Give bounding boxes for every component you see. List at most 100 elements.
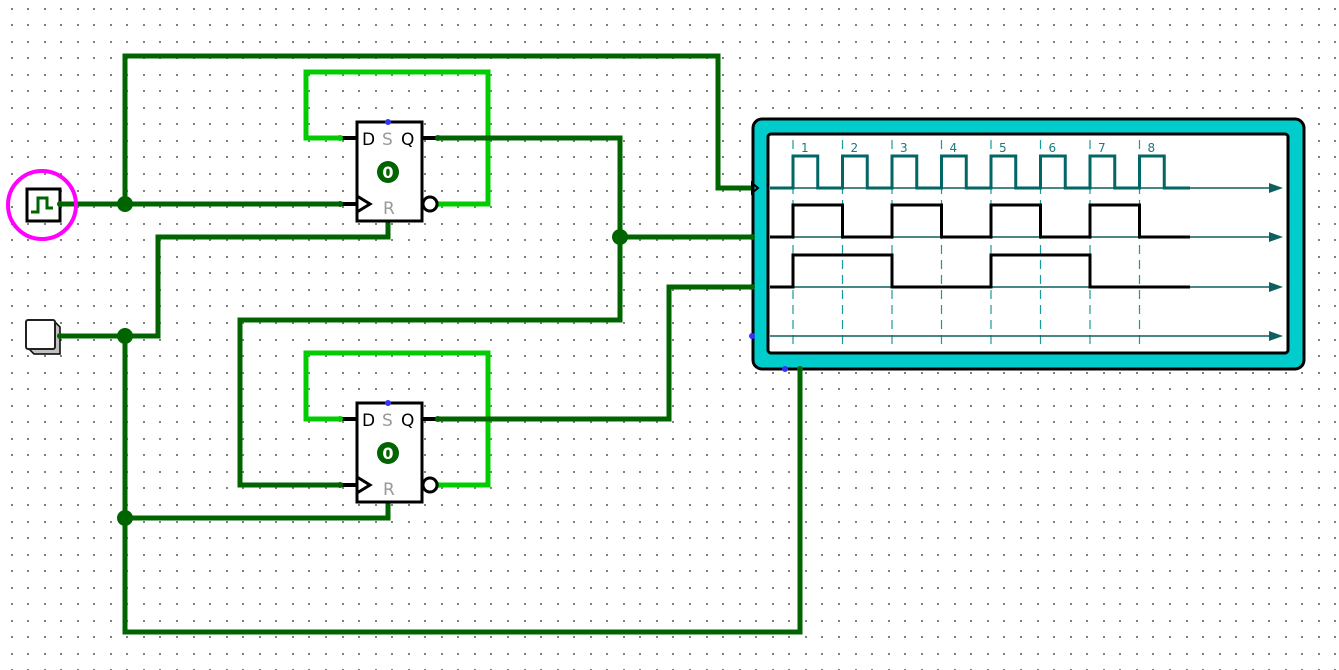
grid-dot — [275, 504, 277, 506]
grid-dot — [623, 388, 625, 390]
grid-dot — [342, 173, 344, 175]
grid-dot — [954, 587, 956, 589]
grid-dot — [60, 289, 62, 291]
grid-dot — [1003, 587, 1005, 589]
wire-ff2-feedback[interactable] — [303, 350, 491, 488]
grid-dot — [1136, 388, 1138, 390]
grid-dot — [1003, 388, 1005, 390]
grid-dot — [1136, 41, 1138, 43]
grid-dot — [573, 272, 575, 274]
wire-reset-to-ff2[interactable] — [122, 499, 391, 521]
grid-dot — [93, 620, 95, 622]
grid-dot — [308, 471, 310, 473]
grid-dot — [292, 554, 294, 556]
chronogram[interactable]: 1 2 3 4 5 6 7 8 — [749, 117, 1306, 372]
grid-dot — [540, 603, 542, 605]
grid-dot — [159, 554, 161, 556]
grid-dot — [1053, 471, 1055, 473]
grid-dot — [93, 454, 95, 456]
grid-dot — [259, 8, 261, 10]
grid-dot — [193, 388, 195, 390]
grid-dot — [159, 454, 161, 456]
grid-dot — [937, 636, 939, 638]
grid-dot — [259, 454, 261, 456]
grid-dot — [292, 156, 294, 158]
grid-dot — [193, 107, 195, 109]
flip-flop-1[interactable]: D S Q 0 R — [355, 119, 439, 223]
grid-dot — [540, 653, 542, 655]
grid-dot — [639, 90, 641, 92]
grid-dot — [408, 289, 410, 291]
grid-dot — [474, 636, 476, 638]
grid-dot — [226, 289, 228, 291]
grid-dot — [1119, 653, 1121, 655]
grid-dot — [159, 206, 161, 208]
grid-dot — [1202, 90, 1204, 92]
grid-dot — [590, 305, 592, 307]
grid-dot — [888, 587, 890, 589]
grid-dot — [1334, 504, 1336, 506]
wire-ff1-q[interactable] — [237, 135, 623, 488]
grid-dot — [672, 405, 674, 407]
grid-dot — [44, 421, 46, 423]
grid-dot — [375, 636, 377, 638]
grid-dot — [937, 438, 939, 440]
grid-dot — [441, 305, 443, 307]
grid-dot — [275, 24, 277, 26]
grid-dot — [457, 173, 459, 175]
wire-clock-to-chronogram[interactable] — [122, 53, 755, 207]
grid-dot — [457, 322, 459, 324]
grid-dot — [755, 554, 757, 556]
reset-button[interactable] — [25, 319, 63, 355]
grid-dot — [987, 372, 989, 374]
grid-dot — [1285, 438, 1287, 440]
flip-flop-2[interactable]: D S Q 0 R — [355, 400, 439, 504]
grid-dot — [1119, 24, 1121, 26]
grid-dot — [44, 57, 46, 59]
grid-dot — [308, 239, 310, 241]
grid-dot — [739, 322, 741, 324]
grid-dot — [573, 8, 575, 10]
grid-dot — [44, 405, 46, 407]
grid-dot — [557, 41, 559, 43]
grid-dot — [1219, 74, 1221, 76]
grid-dot — [921, 454, 923, 456]
grid-dot — [110, 405, 112, 407]
grid-dot — [1119, 8, 1121, 10]
grid-dot — [573, 123, 575, 125]
grid-dot — [672, 223, 674, 225]
grid-dot — [176, 339, 178, 341]
grid-dot — [259, 156, 261, 158]
grid-dot — [424, 8, 426, 10]
grid-dot — [77, 421, 79, 423]
grid-dot — [1103, 636, 1105, 638]
grid-dot — [424, 587, 426, 589]
grid-dot — [490, 256, 492, 258]
grid-dot — [457, 388, 459, 390]
grid-dot — [308, 438, 310, 440]
grid-dot — [1053, 74, 1055, 76]
grid-dot — [855, 471, 857, 473]
wire-ff1-feedback[interactable] — [303, 69, 491, 207]
grid-dot — [1037, 504, 1039, 506]
grid-dot — [308, 521, 310, 523]
grid-dot — [44, 653, 46, 655]
wire-reset-bus[interactable] — [122, 333, 803, 635]
grid-dot — [672, 570, 674, 572]
grid-dot — [60, 74, 62, 76]
grid-dot — [1169, 603, 1171, 605]
grid-dot — [11, 388, 13, 390]
grid-dot — [507, 587, 509, 589]
grid-dot — [1252, 504, 1254, 506]
grid-dot — [937, 521, 939, 523]
wire-ff2-q-to-chronogram[interactable] — [435, 284, 755, 422]
grid-dot — [375, 603, 377, 605]
grid-dot — [672, 487, 674, 489]
grid-dot — [60, 90, 62, 92]
grid-dot — [838, 107, 840, 109]
grid-dot — [27, 471, 29, 473]
clock-component[interactable] — [6, 169, 78, 241]
tick-label: 1 — [801, 141, 809, 155]
grid-dot — [606, 504, 608, 506]
